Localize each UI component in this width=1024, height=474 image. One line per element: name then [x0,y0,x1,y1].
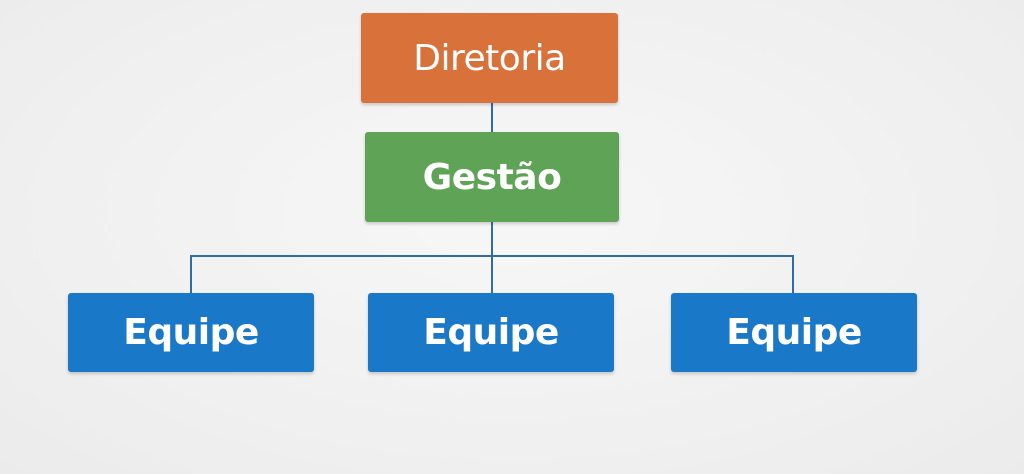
node-gestao-label: Gestão [422,156,562,198]
node-diretoria-label: Diretoria [413,37,566,79]
node-equipe-3-label: Equipe [726,312,862,353]
node-gestao: Gestão [365,132,619,222]
node-equipe-1: Equipe [68,293,314,372]
node-equipe-2-label: Equipe [423,312,559,353]
node-equipe-1-label: Equipe [123,312,259,353]
node-equipe-3: Equipe [671,293,917,372]
node-equipe-2: Equipe [368,293,614,372]
node-diretoria: Diretoria [361,13,618,103]
